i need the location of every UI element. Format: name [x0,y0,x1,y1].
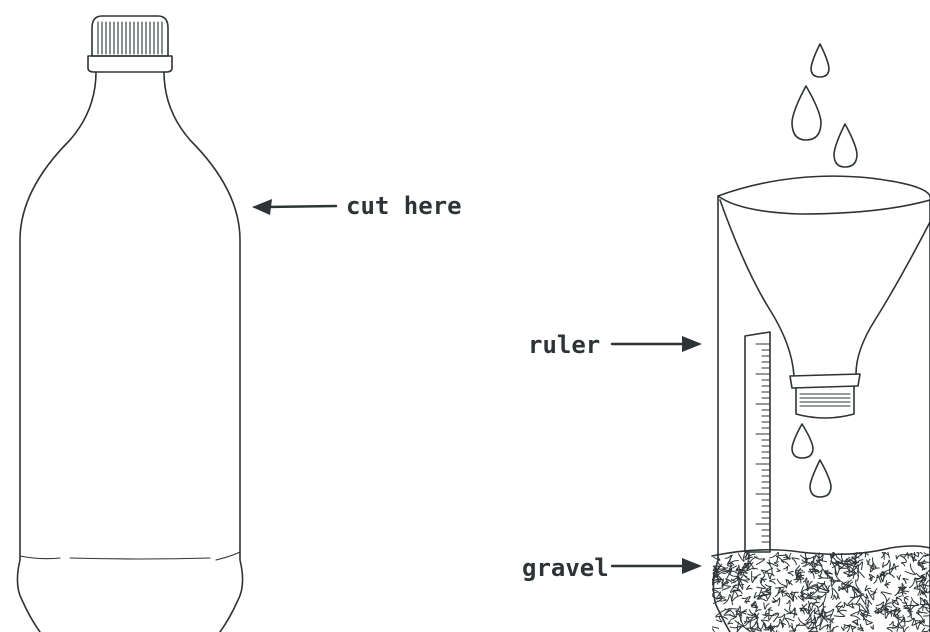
gravel-stone [772,597,777,601]
gravel-stone [867,600,872,606]
gravel-stone [762,614,767,618]
gravel-stone [730,626,741,632]
gravel-stone [768,607,773,611]
ruler [745,332,770,552]
gravel-stone [782,588,787,593]
gravel-stone [764,602,770,609]
gravel-stone [762,576,767,580]
gravel-stone [866,619,872,625]
gravel-stone [901,584,906,588]
gravel-stone [785,618,794,627]
gravel-stone [747,585,753,590]
ruler-arrow [612,336,702,352]
funnel-neck [790,374,860,388]
funnel-right-side [856,222,930,374]
gravel-stone [767,560,771,564]
gravel-stone [838,605,847,612]
gravel-stone [788,571,794,576]
gravel-stone [765,568,775,576]
gravel-stone [885,585,890,589]
gravel-stone [800,594,806,599]
gravel-stone [897,575,901,580]
gravel-stone [905,564,916,575]
gravel-arrow [612,558,702,574]
gravel-stone [775,588,783,597]
gravel-stone [723,595,732,605]
gravel-stone [783,566,787,571]
gravel-stone [836,595,840,599]
gravel-stone [730,584,740,592]
gravel-stone [902,599,907,604]
gravel-stone [889,621,893,626]
cut-here-arrow [252,199,336,215]
gravel-stone [897,615,902,619]
gravel-stone [781,559,790,567]
gravel-stone [710,627,719,632]
gravel-stone [867,559,871,563]
gravel-stone [841,626,845,631]
gravel-stone [777,568,781,571]
gravel-stone [754,556,765,565]
gravel-stone [844,602,848,607]
raindrop-icon [792,424,813,458]
gravel-label: gravel [522,554,609,582]
gravel-layer [710,546,930,632]
funnel-rim [718,176,930,214]
gravel-stone [860,614,871,625]
funnel [718,176,930,418]
rain-drops [792,44,857,497]
gravel-stone [836,602,844,608]
ruler-label: ruler [528,331,600,359]
gravel-stone [830,623,838,632]
bottle-base-line [20,552,240,560]
gravel-stone [922,628,928,632]
gravel-stone [903,625,909,632]
gravel-stone [903,578,909,583]
gravel-stone [918,605,923,610]
ruler-body [745,332,770,552]
raindrop-icon [834,124,857,167]
bottle-cap [88,16,172,72]
gravel-stone [819,603,824,609]
gravel-stone [881,592,892,602]
gravel-stone [870,625,873,629]
gravel-stone [901,562,906,566]
gravel-stone [786,600,790,605]
bottle-body [17,72,242,632]
gravel-stone [770,579,776,585]
gravel-stone [896,555,900,559]
whole-bottle [17,16,242,632]
raindrop-icon [792,86,821,140]
gravel-stone [792,558,800,565]
gravel-stone [775,579,786,588]
gravel-stone [728,620,733,624]
gravel-stone [848,597,859,605]
funnel-left-side [720,200,794,376]
raindrop-icon [810,460,831,497]
raindrop-icon [811,44,829,77]
gravel-stone [768,574,773,580]
cut-here-label: cut here [346,192,462,220]
gravel-stone [795,565,803,571]
